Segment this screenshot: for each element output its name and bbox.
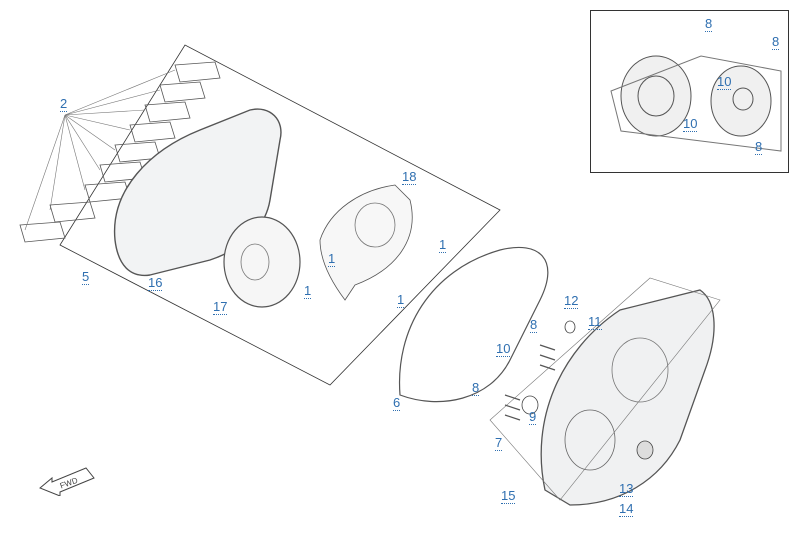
- inset-drawing: [610, 55, 782, 152]
- crankcase-cover-15: [540, 289, 715, 506]
- callout-13[interactable]: 13: [619, 481, 634, 497]
- inset-detail-view: 8 8 8 10 10: [590, 10, 789, 173]
- group-outline-left: [59, 44, 501, 386]
- callout-14[interactable]: 14: [619, 501, 634, 517]
- callout-18[interactable]: 18: [402, 169, 417, 185]
- callout-1-c[interactable]: 1: [304, 283, 312, 299]
- inset-callout-10-lower[interactable]: 10: [683, 116, 698, 132]
- callout-8-b[interactable]: 8: [472, 380, 480, 396]
- plate-18: [319, 184, 413, 301]
- inset-callout-8-bottom[interactable]: 8: [755, 139, 763, 155]
- callout-8-a[interactable]: 8: [530, 317, 538, 333]
- callout-9[interactable]: 9: [529, 409, 537, 425]
- callout-7[interactable]: 7: [495, 435, 503, 451]
- inset-callout-8-right[interactable]: 8: [772, 34, 780, 50]
- callout-6[interactable]: 6: [393, 395, 401, 411]
- callout-1-b[interactable]: 1: [328, 251, 336, 267]
- callout-11[interactable]: 11: [588, 314, 602, 330]
- callout-2[interactable]: 2: [60, 96, 68, 112]
- inset-callout-8-top[interactable]: 8: [705, 16, 713, 32]
- callout-10[interactable]: 10: [496, 341, 511, 357]
- gasket-6: [398, 246, 549, 403]
- callout-17[interactable]: 17: [213, 299, 228, 315]
- callout-1-a[interactable]: 1: [439, 237, 447, 253]
- callout-1-d[interactable]: 1: [397, 292, 405, 308]
- callout-12[interactable]: 12: [564, 293, 579, 309]
- inset-callout-10-upper[interactable]: 10: [717, 74, 732, 90]
- inner-cover-17: [223, 216, 301, 308]
- callout-15[interactable]: 15: [501, 488, 516, 504]
- callout-16[interactable]: 16: [148, 275, 163, 291]
- forward-arrow-icon: FWD: [39, 467, 95, 496]
- callout-5[interactable]: 5: [82, 269, 90, 285]
